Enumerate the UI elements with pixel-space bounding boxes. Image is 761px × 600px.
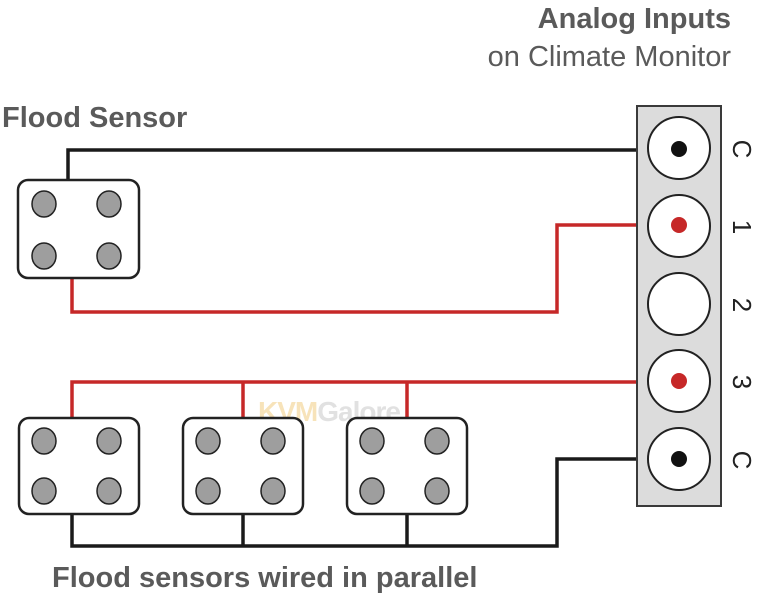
sensor-pin <box>260 427 286 455</box>
terminal-2 <box>647 272 711 336</box>
terminal-label-c-bottom: C <box>727 451 757 470</box>
sensor-pin <box>424 427 450 455</box>
sensor-pin <box>359 427 385 455</box>
sensor-pin <box>31 190 57 218</box>
sensor-pin <box>96 190 122 218</box>
sensor-pin <box>96 242 122 270</box>
flood-sensor-parallel-1 <box>17 416 141 516</box>
wire-parallel-common <box>70 457 680 548</box>
wire-single-common <box>66 148 680 180</box>
diagram-title: Analog Inputs on Climate Monitor <box>488 0 731 76</box>
terminal-label-3: 3 <box>727 375 757 389</box>
sensor-pin <box>96 427 122 455</box>
terminal-dot-1 <box>671 217 687 233</box>
wire-single-input-1 <box>70 223 680 314</box>
parallel-sensors-label: Flood sensors wired in parallel <box>52 562 478 594</box>
sensor-pin <box>195 427 221 455</box>
title-line-2: on Climate Monitor <box>487 41 731 73</box>
sensor-pin <box>260 477 286 505</box>
flood-sensor-label: Flood Sensor <box>2 102 188 134</box>
sensor-pin <box>31 477 57 505</box>
terminal-dot-c-top <box>671 141 687 157</box>
terminal-dot-3 <box>671 373 687 389</box>
terminal-dot-c-bottom <box>671 451 687 467</box>
wire-parallel-input-3 <box>70 380 680 418</box>
flood-sensor-parallel-3 <box>345 416 469 516</box>
terminals <box>647 116 711 491</box>
sensor-pin <box>359 477 385 505</box>
sensor-pin <box>96 477 122 505</box>
sensor-pin <box>31 242 57 270</box>
sensor-pin <box>424 477 450 505</box>
terminal-label-1: 1 <box>727 220 757 234</box>
terminal-label-2: 2 <box>727 298 757 312</box>
sensor-pin <box>31 427 57 455</box>
terminal-label-c-top: C <box>727 140 757 159</box>
flood-sensor-parallel-2 <box>181 416 305 516</box>
title-line-1: Analog Inputs <box>537 3 731 35</box>
sensor-pin <box>195 477 221 505</box>
flood-sensor-single <box>16 178 141 280</box>
